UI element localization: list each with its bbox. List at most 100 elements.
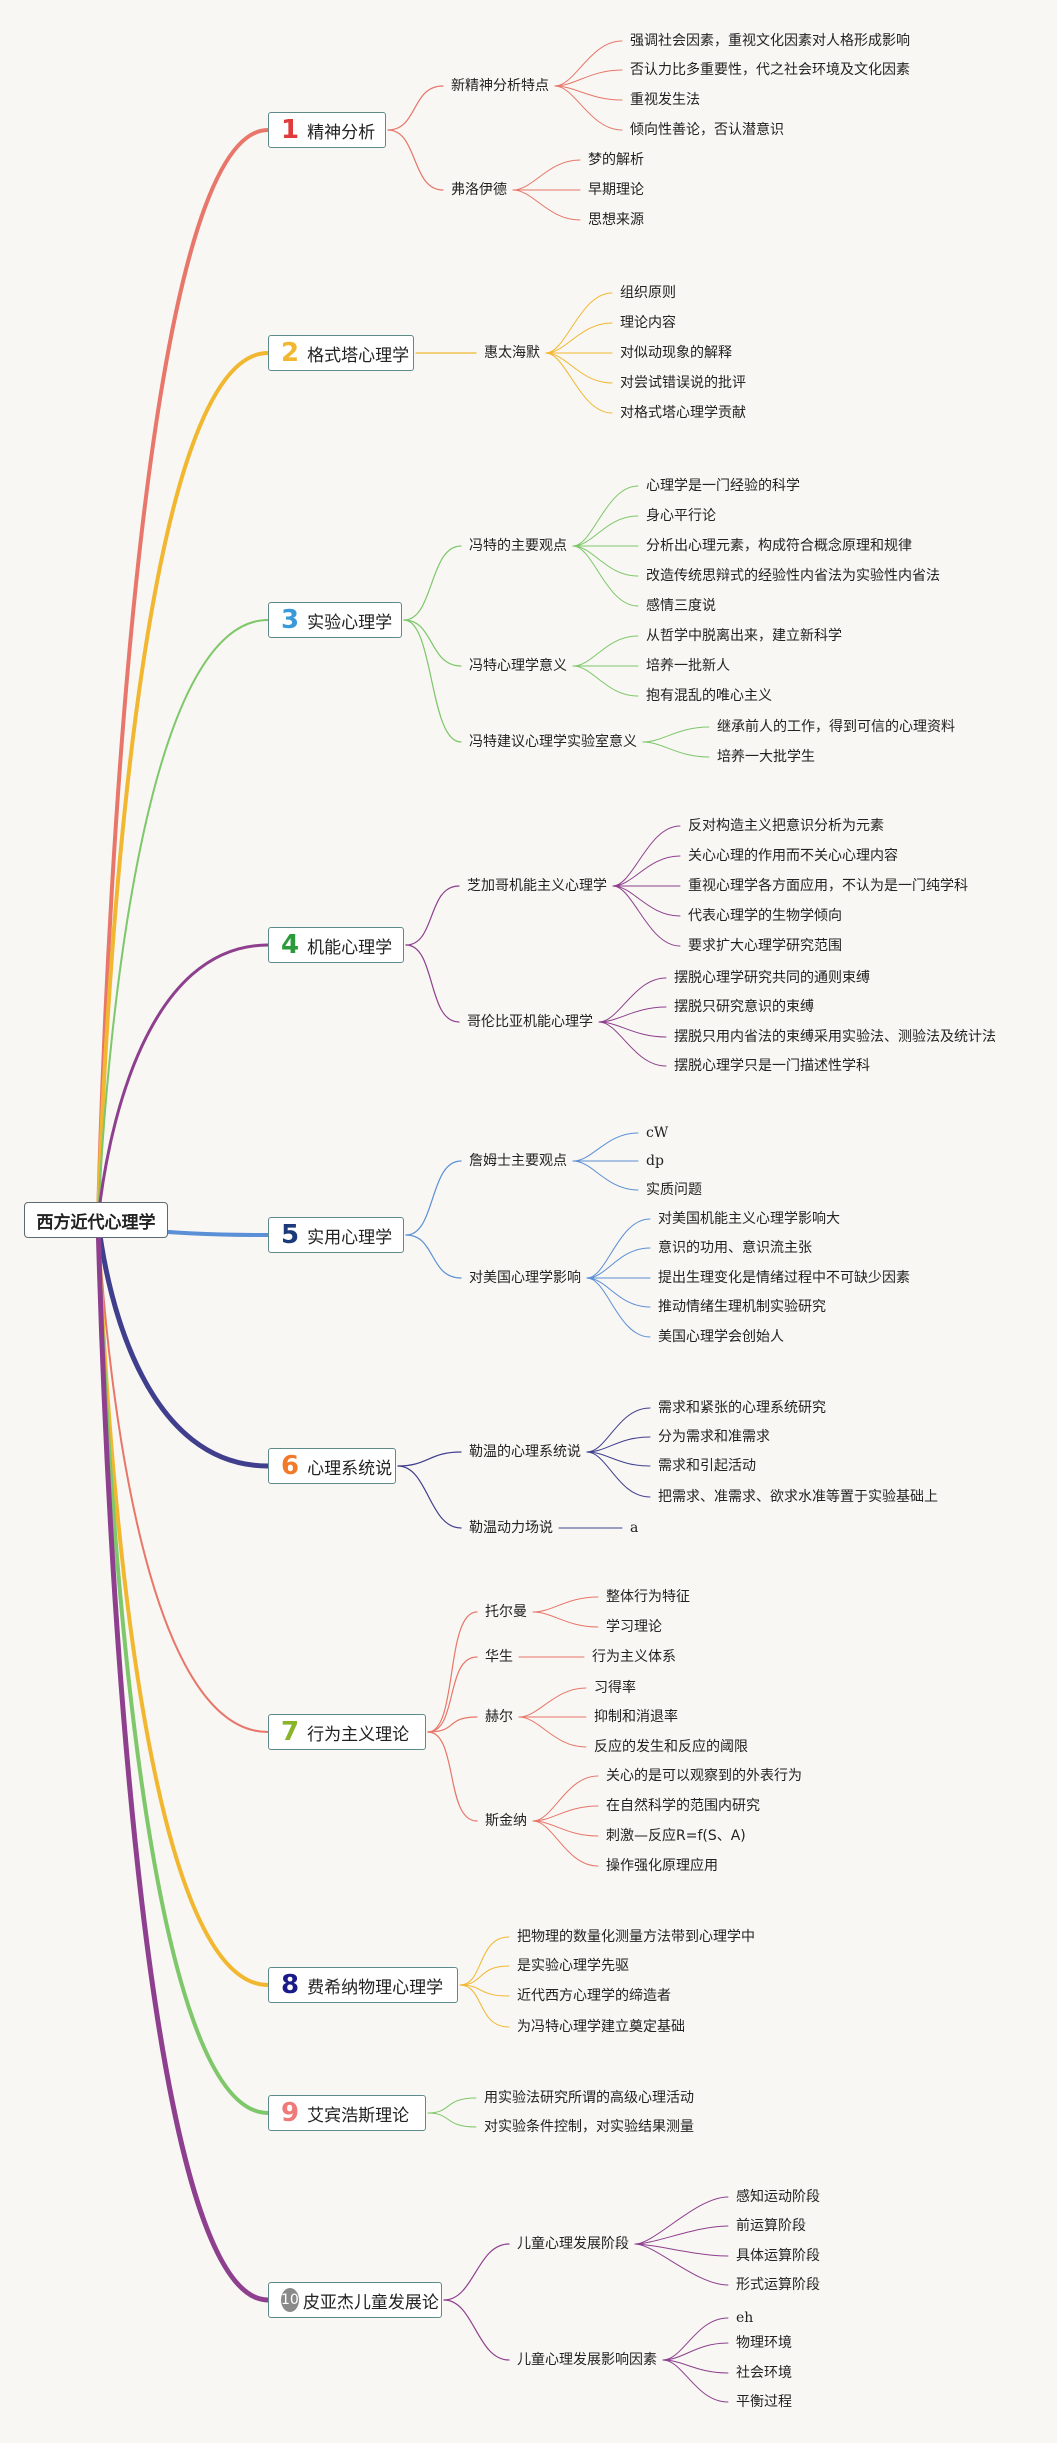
leaf-node[interactable]: 是实验心理学先驱 <box>517 1958 629 1974</box>
leaf-node[interactable]: 代表心理学的生物学倾向 <box>688 908 842 924</box>
leaf-node[interactable]: 需求和紧张的心理系统研究 <box>658 1400 826 1416</box>
subtopic-node[interactable]: 斯金纳 <box>485 1813 527 1829</box>
leaf-node[interactable]: 习得率 <box>594 1680 636 1696</box>
leaf-node[interactable]: 对美国机能主义心理学影响大 <box>658 1211 840 1227</box>
leaf-node[interactable]: 要求扩大心理学研究范围 <box>688 938 842 954</box>
leaf-node[interactable]: 把需求、准需求、欲求水准等置于实验基础上 <box>658 1489 938 1505</box>
leaf-node[interactable]: 对尝试错误说的批评 <box>620 375 746 391</box>
leaf-node[interactable]: 组织原则 <box>620 285 676 301</box>
leaf-node[interactable]: 摆脱只研究意识的束缚 <box>674 999 814 1015</box>
subtopic-node[interactable]: 儿童心理发展阶段 <box>517 2236 629 2252</box>
leaf-node[interactable]: 重视心理学各方面应用，不认为是一门纯学科 <box>688 878 968 894</box>
subtopic-node[interactable]: 冯特建议心理学实验室意义 <box>469 734 637 750</box>
leaf-node[interactable]: 身心平行论 <box>646 508 716 524</box>
leaf-node[interactable]: 实质问题 <box>646 1182 702 1198</box>
leaf-node[interactable]: 具体运算阶段 <box>736 2248 820 2264</box>
leaf-node[interactable]: 倾向性善论，否认潜意识 <box>630 122 784 138</box>
leaf-node[interactable]: dp <box>646 1153 664 1169</box>
leaf-node[interactable]: 梦的解析 <box>588 152 644 168</box>
leaf-node[interactable]: 抑制和消退率 <box>594 1709 678 1725</box>
leaf-node[interactable]: 摆脱心理学研究共同的通则束缚 <box>674 970 870 986</box>
leaf-node[interactable]: 思想来源 <box>588 212 644 228</box>
leaf-node[interactable]: 用实验法研究所谓的高级心理活动 <box>484 2090 694 2106</box>
subtopic-node[interactable]: 哥伦比亚机能心理学 <box>467 1014 593 1030</box>
leaf-node[interactable]: 从哲学中脱离出来，建立新科学 <box>646 628 842 644</box>
leaf-node[interactable]: 感情三度说 <box>646 598 716 614</box>
leaf-node[interactable]: 抱有混乱的唯心主义 <box>646 688 772 704</box>
subtopic-node[interactable]: 惠太海默 <box>484 345 540 361</box>
subtopic-node[interactable]: 赫尔 <box>485 1709 513 1725</box>
leaf-node[interactable]: 行为主义体系 <box>592 1649 676 1665</box>
leaf-node[interactable]: 反对构造主义把意识分析为元素 <box>688 818 884 834</box>
leaf-node[interactable]: 反应的发生和反应的阈限 <box>594 1739 748 1755</box>
leaf-link <box>554 85 623 101</box>
leaf-node[interactable]: 改造传统思辩式的经验性内省法为实验性内省法 <box>646 568 940 584</box>
leaf-node[interactable]: 平衡过程 <box>736 2394 792 2410</box>
subtopic-node[interactable]: 弗洛伊德 <box>451 182 507 198</box>
leaf-link <box>554 40 623 87</box>
leaf-node[interactable]: 摆脱心理学只是一门描述性学科 <box>674 1058 870 1074</box>
leaf-node[interactable]: 物理环境 <box>736 2335 792 2351</box>
leaf-node[interactable]: 刺激—反应R=f(S、A) <box>606 1828 746 1844</box>
leaf-node[interactable]: 提出生理变化是情绪过程中不可缺少因素 <box>658 1270 910 1286</box>
leaf-node[interactable]: 继承前人的工作，得到可信的心理资料 <box>717 719 955 735</box>
subtopic-node[interactable]: 詹姆士主要观点 <box>469 1153 567 1169</box>
leaf-node[interactable]: 推动情绪生理机制实验研究 <box>658 1299 826 1315</box>
leaf-node[interactable]: 形式运算阶段 <box>736 2277 820 2293</box>
leaf-node[interactable]: 培养一批新人 <box>646 658 730 674</box>
leaf-node[interactable]: 学习理论 <box>606 1619 662 1635</box>
leaf-node[interactable]: 摆脱只用内省法的束缚采用实验法、测验法及统计法 <box>674 1029 996 1045</box>
leaf-node[interactable]: 对实验条件控制，对实验结果测量 <box>484 2119 694 2135</box>
root-node[interactable]: 西方近代心理学 <box>24 1202 168 1238</box>
subtopic-node[interactable]: 冯特的主要观点 <box>469 538 567 554</box>
leaf-node[interactable]: 关心的是可以观察到的外表行为 <box>606 1768 802 1784</box>
leaf-node[interactable]: 对似动现象的解释 <box>620 345 732 361</box>
leaf-node[interactable]: 否认力比多重要性，代之社会环境及文化因素 <box>630 62 910 78</box>
subtopic-node[interactable]: 华生 <box>485 1649 513 1665</box>
subtopic-node[interactable]: 托尔曼 <box>485 1604 527 1620</box>
subtopic-node[interactable]: 勒温动力场说 <box>469 1520 553 1536</box>
subtopic-node[interactable]: 新精神分析特点 <box>451 78 549 94</box>
subtopic-node[interactable]: 勒温的心理系统说 <box>469 1444 581 1460</box>
leaf-node[interactable]: 分析出心理元素，构成符合概念原理和规律 <box>646 538 912 554</box>
leaf-node[interactable]: 心理学是一门经验的科学 <box>646 478 800 494</box>
leaf-node[interactable]: 理论内容 <box>620 315 676 331</box>
leaf-node[interactable]: 重视发生法 <box>630 92 700 108</box>
leaf-node[interactable]: cW <box>646 1125 669 1141</box>
leaf-node[interactable]: 把物理的数量化测量方法带到心理学中 <box>517 1929 755 1945</box>
leaf-node[interactable]: 为冯特心理学建立奠定基础 <box>517 2019 685 2035</box>
subtopic-node[interactable]: 芝加哥机能主义心理学 <box>467 878 607 894</box>
leaf-node[interactable]: 近代西方心理学的缔造者 <box>517 1988 671 2004</box>
leaf-node[interactable]: 操作强化原理应用 <box>606 1858 718 1874</box>
leaf-node[interactable]: 感知运动阶段 <box>736 2189 820 2205</box>
leaf-node[interactable]: 强调社会因素，重视文化因素对人格形成影响 <box>630 33 910 49</box>
leaf-node[interactable]: 意识的功用、意识流主张 <box>658 1240 812 1256</box>
leaf-link <box>518 1687 587 1718</box>
leaf-node[interactable]: 社会环境 <box>736 2365 792 2381</box>
leaf-node[interactable]: 在自然科学的范围内研究 <box>606 1798 760 1814</box>
leaf-node[interactable]: 关心心理的作用而不关心心理内容 <box>688 848 898 864</box>
leaf-node[interactable]: 早期理论 <box>588 182 644 198</box>
leaf-node[interactable]: 需求和引起活动 <box>658 1458 756 1474</box>
leaf-node[interactable]: 对格式塔心理学贡献 <box>620 405 746 421</box>
leaf-node[interactable]: eh <box>736 2310 754 2326</box>
leaf-node[interactable]: a <box>630 1520 639 1536</box>
subtopic-node[interactable]: 对美国心理学影响 <box>469 1270 581 1286</box>
leaf-node[interactable]: 美国心理学会创始人 <box>658 1329 784 1345</box>
leaf-node[interactable]: 培养一大批学生 <box>717 749 815 765</box>
leaf-node[interactable]: 整体行为特征 <box>606 1589 690 1605</box>
subtopic-node[interactable]: 儿童心理发展影响因素 <box>517 2352 657 2368</box>
leaf-node[interactable]: 分为需求和准需求 <box>658 1429 770 1445</box>
leaf-node[interactable]: 前运算阶段 <box>736 2218 806 2234</box>
subtopic-node[interactable]: 冯特心理学意义 <box>469 658 567 674</box>
